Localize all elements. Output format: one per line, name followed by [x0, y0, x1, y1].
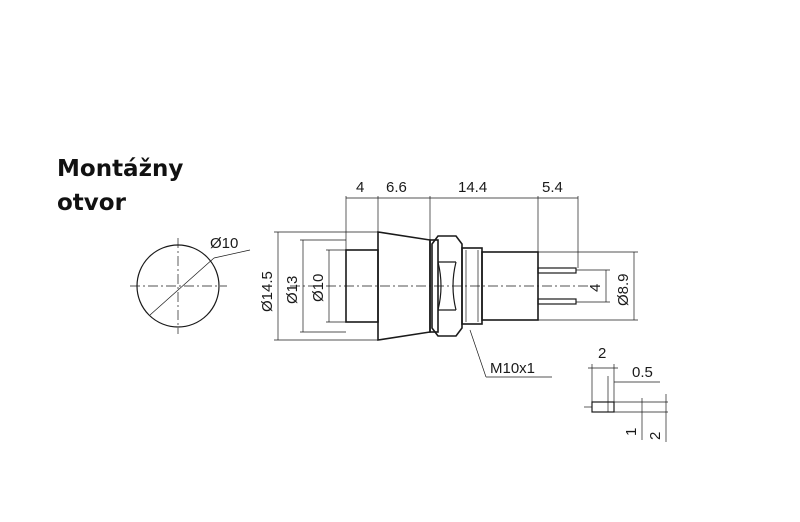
- hex-nut-curve-2: [452, 261, 457, 311]
- title-line-2: otvor: [57, 190, 126, 216]
- dim-top-3: 14.4: [458, 179, 487, 196]
- hex-nut: [431, 235, 463, 337]
- dim-top-2: 6.6: [386, 179, 407, 196]
- left-dimensions: Ø14.5 Ø13 Ø10: [259, 231, 378, 341]
- right-dimensions: 4 Ø8.9: [538, 251, 638, 321]
- pin-detail: 2 0.5 1 2: [584, 345, 668, 442]
- pin-detail-h1: 1: [623, 428, 640, 436]
- dim-dia-10: Ø10: [310, 274, 327, 302]
- thread-label: M10x1: [490, 360, 535, 377]
- rear-housing: [481, 251, 539, 321]
- top-dimensions: 4 6.6 14.4 5.4: [345, 179, 579, 268]
- nut-collar: [429, 239, 439, 333]
- dim-pin-spacing: 4: [587, 284, 604, 292]
- hole-leader-diag: [149, 257, 215, 316]
- dim-dia-14-5: Ø14.5: [259, 271, 276, 312]
- mounting-hole: Ø10: [130, 235, 251, 334]
- pin-detail-profile: [591, 401, 615, 413]
- pin-detail-width: 2: [598, 345, 606, 362]
- terminal-pin-bottom: [537, 298, 577, 305]
- dim-top-1: 4: [356, 179, 364, 196]
- pin-detail-slot: 0.5: [632, 364, 653, 381]
- dim-dia-8-9: Ø8.9: [615, 273, 632, 306]
- dim-dia-13: Ø13: [284, 276, 301, 304]
- hex-nut-curve-1: [437, 261, 442, 311]
- dim-top-4: 5.4: [542, 179, 563, 196]
- thread-callout: M10x1: [469, 329, 552, 378]
- hole-leader-tail: [213, 249, 251, 259]
- switch-body: [290, 231, 590, 341]
- title-line-1: Montážny: [57, 156, 184, 182]
- terminal-pin-top: [537, 267, 577, 274]
- pin-detail-h2: 2: [647, 432, 664, 440]
- hole-diameter-label: Ø10: [210, 235, 238, 252]
- mounting-hole-title: Montážny otvor: [57, 152, 257, 220]
